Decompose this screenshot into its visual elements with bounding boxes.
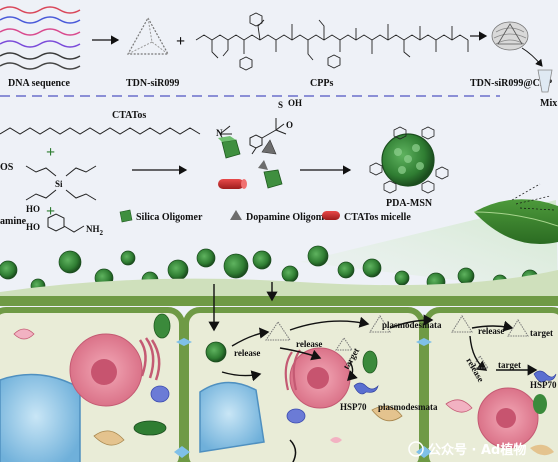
oligomer-cluster: [218, 136, 283, 189]
sulfonic-o-label: O: [286, 120, 293, 130]
release-label-3: release: [478, 326, 504, 336]
ctatos-structure: [0, 118, 287, 155]
teos-structure: [25, 165, 97, 201]
hsp70-label-2: HSP70: [530, 380, 557, 390]
surface-nanoparticle: [457, 267, 475, 285]
legend-silica-swatch: [119, 209, 133, 223]
legend: Silica Oligomer Dopamine Oligomer CTATos…: [119, 209, 411, 223]
surface-nanoparticle: [0, 260, 18, 280]
hsp70-protein-icons: [353, 370, 557, 395]
pda-msn-label: PDA-MSN: [386, 198, 433, 209]
surface-nanoparticle: [223, 253, 249, 279]
dna-sequence-strands: [0, 6, 81, 70]
surface-nanoparticle: [196, 248, 216, 268]
legend-ctatos-label: CTATos micelle: [344, 212, 411, 223]
pda-msn-nanoparticle: [369, 126, 449, 194]
release-label-2: release: [296, 339, 322, 349]
silicon-label: Si: [55, 179, 63, 189]
mix-tube-icon: [521, 47, 553, 93]
plasmodesmata-label-2: plasmodesmata: [378, 402, 438, 412]
tdn-tetrahedron-icon: [126, 16, 170, 55]
ctatos-label: CTATos: [112, 110, 146, 121]
tdn-sir099-cpp-label: TDN-siR099@CPP: [470, 78, 552, 89]
target-label-3: target: [530, 328, 553, 338]
mix-label: Mix: [540, 98, 557, 109]
dna-sequence-label: DNA sequence: [8, 78, 71, 89]
cpp-peptide-structure: [195, 12, 469, 71]
dopamine-ho-label-2: HO: [26, 222, 40, 232]
plus-sign-top: +: [176, 33, 185, 50]
dopamine-ho-label-1: HO: [26, 204, 40, 214]
leaf-surface: [0, 270, 558, 302]
dopamine-structure: [47, 213, 85, 233]
tdn-sir099-label: TDN-siR099: [126, 78, 179, 89]
surface-nanoparticle: [58, 250, 82, 274]
legend-dopamine-swatch: [230, 210, 242, 220]
cpps-label: CPPs: [310, 78, 333, 89]
cell-middle: [183, 307, 425, 462]
surface-nanoparticle: [167, 259, 189, 281]
release-label-1: release: [234, 348, 260, 358]
target-label-2: target: [498, 360, 521, 370]
internalized-nanoparticle: [205, 341, 227, 363]
teos-label: OS: [0, 162, 14, 173]
plus-sign-ctatos: +: [46, 144, 55, 161]
watermark-text: 公众号 · Ad植物: [428, 442, 526, 458]
surface-nanoparticle: [252, 250, 272, 270]
cell-right: [423, 307, 558, 462]
surface-nanoparticle: [281, 265, 299, 283]
sulfonic-s-label: S: [278, 100, 283, 110]
plus-sign-teos: +: [46, 203, 55, 220]
nplus-label: N: [216, 128, 223, 138]
epidermis-wall: [0, 296, 558, 306]
leaf-icon: [473, 183, 558, 244]
surface-nanoparticle: [362, 258, 382, 278]
dopamine-label: amine: [0, 216, 27, 227]
legend-dopamine-label: Dopamine Oligomer: [246, 212, 333, 223]
released-tdn-icons: [265, 315, 529, 369]
cell-left: [0, 307, 185, 462]
dopamine-nh2-label: NH2: [86, 224, 104, 237]
surface-nanoparticle: [307, 245, 329, 267]
sulfonic-oh-label: OH: [288, 98, 302, 108]
surface-nanoparticle: [394, 270, 410, 286]
hsp70-label-1: HSP70: [340, 402, 367, 412]
watermark: 公众号 · Ad植物: [408, 441, 526, 458]
surface-nanoparticle: [337, 261, 355, 279]
tdn-cpp-complex-icon: [491, 21, 529, 51]
plasmodesmata-label-1: plasmodesmata: [382, 320, 442, 330]
legend-silica-label: Silica Oligomer: [136, 212, 203, 223]
surface-nanoparticle: [120, 250, 136, 266]
legend-ctatos-swatch: [322, 211, 340, 220]
